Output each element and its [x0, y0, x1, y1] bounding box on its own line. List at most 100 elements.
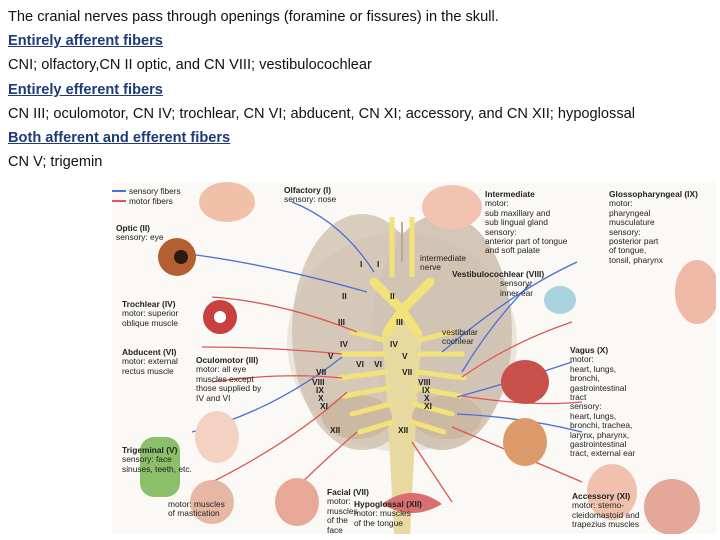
label-accessory: Accessory (XI) motor: sterno- cleidomast…	[572, 491, 640, 530]
label-hypoglossal-title: Hypoglossal (XII)	[354, 499, 422, 509]
label-olfactory-title: Olfactory (I)	[284, 185, 331, 195]
heading-afferent: Entirely afferent fibers	[8, 33, 163, 50]
label-intermediate-title: Intermediate	[485, 189, 535, 199]
numeral-VII-right: VII	[402, 367, 413, 377]
label-vestibulocochlear-title: Vestibulocochlear (VIII)	[452, 269, 545, 279]
label-facial: Facial (VII) motor: muscles of the face	[327, 487, 369, 535]
numeral-VIII-left: VIII	[312, 377, 325, 387]
label-intermediate: Intermediate motor: sub maxillary and su…	[485, 189, 568, 256]
numeral-VIII-right: VIII	[418, 377, 431, 387]
label-glossopharyngeal-line: sensory:	[609, 226, 641, 237]
numeral-V-left: V	[328, 351, 334, 361]
label-vagus-title: Vagus (X)	[570, 345, 609, 355]
sensory-swatch	[112, 190, 126, 192]
slide-text: The cranial nerves pass through openings…	[8, 5, 713, 174]
label-intermediate-line: sensory:	[485, 226, 517, 237]
legend-sensory-label: sensory fibers	[129, 186, 181, 196]
label-glossopharyngeal-line: tonsil, pharynx	[609, 254, 663, 265]
numeral-II-left: II	[342, 291, 347, 301]
label-hypoglossal: Hypoglossal (XII) motor: muscles of the …	[354, 499, 422, 528]
label-facial-line: of the	[327, 515, 348, 526]
label-intermediate-line: motor:	[485, 198, 509, 209]
numeral-IX-left: IX	[316, 385, 324, 395]
numeral-I-right: I	[377, 259, 380, 269]
stomach-image	[503, 418, 547, 466]
legend-sensory: sensory fibers	[112, 186, 181, 196]
label-intermediate-nerve-line: nerve	[420, 262, 441, 273]
head-sagittal-image	[587, 464, 637, 520]
label-intermediate-nerve-line: intermediate	[420, 253, 467, 263]
numeral-II-right: II	[390, 291, 395, 301]
head-muscles-image	[140, 437, 180, 497]
label-vestibular-line: cochlear	[442, 336, 474, 347]
afferent-list: CNI; olfactory,CN II optic, and CN VIII;…	[8, 57, 372, 74]
label-vagus: Vagus (X) motor: heart, lungs, bronchi, …	[570, 345, 636, 459]
inner-ear-image	[544, 286, 576, 314]
label-oculomotor: Oculomotor (III) motor: all eye muscles …	[196, 355, 261, 403]
label-vagus-line: heart, lungs,	[570, 363, 617, 374]
numeral-XI-right: XI	[424, 401, 432, 411]
eye-pupil	[174, 250, 188, 264]
label-trochlear: Trochlear (IV) motor: superior oblique m…	[122, 299, 178, 328]
label-vagus-line: tract	[570, 392, 587, 403]
label-vestibular-line: vestibular	[442, 327, 478, 337]
figure-drawing	[140, 182, 716, 534]
neck-muscles-image	[644, 479, 700, 534]
label-vestibulocochlear-line: sensory:	[500, 278, 532, 289]
label-intermediate-line: sub maxillary and	[485, 207, 551, 218]
legend-motor-label: motor fibers	[129, 196, 173, 206]
eye-muscles-center	[214, 311, 226, 323]
submaxillary-image	[422, 185, 482, 229]
label-abducent-line: motor: external	[122, 356, 178, 367]
label-accessory-line: cleidomastoid and	[572, 509, 640, 520]
numeral-XI-left: XI	[320, 401, 328, 411]
face-sinus-image	[195, 411, 239, 463]
heading-efferent: Entirely efferent fibers	[8, 81, 163, 98]
label-glossopharyngeal-line: of tongue,	[609, 245, 647, 256]
label-vagus-line: bronchi,	[570, 373, 600, 384]
label-facial-line: face	[327, 524, 343, 535]
label-abducent-title: Abducent (VI)	[122, 347, 177, 357]
label-vagus-line: larynx, pharynx,	[570, 429, 630, 440]
label-abducent: Abducent (VI) motor: external rectus mus…	[122, 347, 178, 376]
nose-image	[199, 182, 255, 222]
label-trigeminal-line: sinuses, teeth, etc.	[122, 463, 192, 474]
label-facial-line: muscles	[327, 505, 358, 516]
label-trigeminal-line: sensory: face	[122, 454, 172, 465]
intro-text: The cranial nerves pass through openings…	[8, 9, 499, 25]
label-glossopharyngeal-line: musculature	[609, 217, 655, 228]
heart-lungs-image	[501, 360, 549, 404]
label-vestibulocochlear-line: inner ear	[500, 287, 534, 298]
label-intermediate-line: sub lingual gland	[485, 217, 548, 228]
label-vagus-line: gastrointestinal	[570, 382, 627, 393]
numeral-III-left: III	[338, 317, 345, 327]
label-vagus-line: tract, external ear	[570, 448, 636, 459]
label-hypoglossal-line: motor: muscles	[354, 508, 411, 519]
legend: sensory fibers motor fibers	[112, 186, 181, 206]
label-optic: Optic (II) sensory: eye	[116, 223, 163, 243]
label-hypoglossal-line: of the tongue	[354, 517, 403, 528]
label-olfactory: Olfactory (I) sensory: nose	[284, 185, 336, 205]
numeral-VI-right: VI	[374, 359, 382, 369]
tongue-image	[382, 493, 442, 513]
label-optic-title: Optic (II)	[116, 223, 150, 233]
numeral-XII-left: XII	[330, 425, 341, 435]
numeral-III-right: III	[396, 317, 403, 327]
optic-nerves	[369, 277, 435, 337]
both-list-partial: CN V; trigemin	[8, 154, 103, 171]
numeral-IV-left: IV	[340, 339, 348, 349]
numeral-X-right: X	[424, 393, 430, 403]
label-intermediate-line: and soft palate	[485, 245, 540, 256]
label-glossopharyngeal: Glossopharyngeal (IX) motor: pharyngeal …	[609, 189, 698, 265]
numeral-VII-left: VII	[316, 367, 327, 377]
label-oculomotor-line: IV and VI	[196, 392, 231, 403]
label-vestibulocochlear: Vestibulocochlear (VIII) sensory: inner …	[452, 269, 545, 298]
label-intermediate-line: anterior part of tongue	[485, 236, 568, 247]
label-oculomotor-line: muscles except	[196, 373, 254, 384]
numeral-I-left: I	[360, 259, 363, 269]
label-intermediate-nerve: intermediate nerve	[420, 253, 467, 273]
jaw-image	[190, 480, 234, 524]
label-trochlear-line: oblique muscle	[122, 317, 178, 328]
label-glossopharyngeal-line: pharyngeal	[609, 207, 651, 218]
numeral-X-left: X	[318, 393, 324, 403]
